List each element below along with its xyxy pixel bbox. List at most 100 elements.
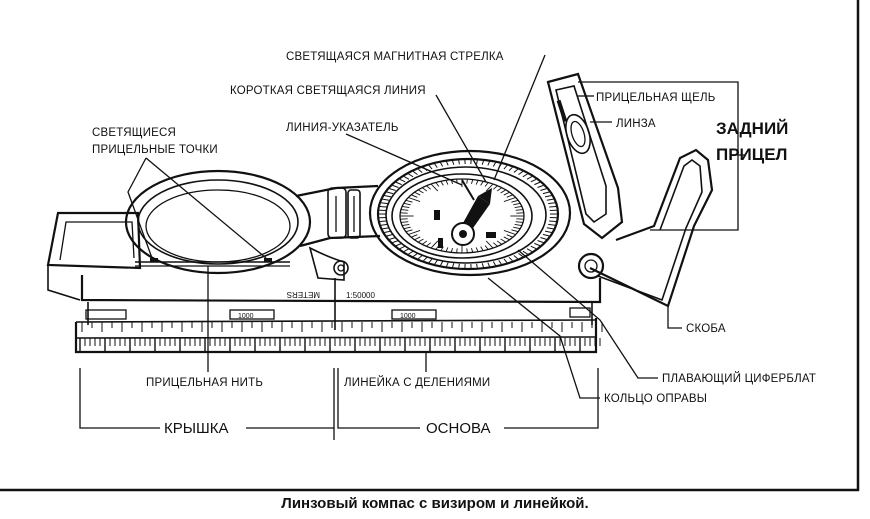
label-rear-sight-2: ПРИЦЕЛ: [716, 145, 787, 164]
sighting-dot-left: [150, 258, 158, 262]
knurl-mark: [487, 161, 490, 166]
dial-tick: [408, 197, 421, 202]
knurl-mark: [392, 184, 399, 188]
label-floating-dial: ПЛАВАЮЩИЙ ЦИФЕРБЛАТ: [662, 372, 816, 385]
knurl-mark: [380, 202, 388, 205]
knurl-mark: [476, 263, 478, 268]
bezel-knurling: [379, 160, 557, 268]
sighting-dot-right: [264, 258, 272, 262]
labels: СВЕТЯЩАЯСЯ МАГНИТНАЯ СТРЕЛКА КОРОТКАЯ СВ…: [92, 51, 816, 437]
scale-label-a: 1000: [238, 313, 254, 320]
dial-tick: [500, 238, 507, 243]
dial-tick: [445, 247, 449, 252]
hinge: [295, 184, 381, 281]
compass-drawing: METERS 1:50000 1000 1000: [46, 72, 714, 354]
cover-tray: [46, 211, 142, 270]
knurl-mark: [492, 261, 496, 266]
dial-tick: [445, 180, 449, 185]
knurl-mark: [481, 263, 484, 268]
dial-tick: [484, 245, 489, 250]
index-line-mark: [461, 179, 475, 201]
knurl-mark: [428, 165, 433, 170]
knurl-mark: [534, 181, 541, 186]
label-index-line: ЛИНИЯ-УКАЗАТЕЛЬ: [286, 122, 399, 134]
dial-tick: [493, 242, 498, 247]
knurl-mark: [395, 242, 402, 247]
dial-tick: [403, 202, 411, 206]
knurl-mark: [412, 171, 418, 176]
knurl-mark: [446, 262, 449, 267]
knurl-mark: [513, 255, 519, 260]
dial-tick: [408, 230, 421, 235]
label-lens: ЛИНЗА: [616, 118, 656, 130]
base-ratio-text: 1:50000: [346, 291, 375, 300]
label-bracket: СКОБА: [686, 323, 726, 335]
knurl-mark: [380, 223, 388, 226]
knurl-mark: [534, 242, 541, 247]
knurl-mark: [408, 250, 414, 255]
floating-dial: [391, 173, 533, 259]
knurl-mark: [530, 178, 537, 183]
knurl-mark: [417, 255, 423, 260]
dial-tick: [466, 248, 468, 253]
knurl-mark: [386, 233, 394, 237]
knurl-mark: [395, 181, 402, 186]
knurl-mark: [549, 220, 557, 223]
knurl-mark: [540, 236, 547, 240]
knurl-mark: [434, 163, 438, 168]
dial-tick: [402, 205, 410, 209]
dial-tick: [405, 229, 413, 233]
bezel-ring: [376, 157, 560, 271]
dial-tick: [450, 247, 453, 253]
knurl-mark: [548, 223, 556, 226]
label-sighting-dots-2: ПРИЦЕЛЬНЫЕ ТОЧКИ: [92, 144, 218, 156]
dial-tick: [405, 199, 413, 203]
base-plate: METERS 1:50000 1000 1000: [80, 275, 602, 330]
dial-tick: [503, 236, 510, 241]
knurl-mark: [382, 198, 390, 201]
dial-tick: [514, 223, 522, 227]
knurl-mark: [498, 260, 502, 265]
label-sighting-wire: ПРИЦЕЛЬНАЯ НИТЬ: [146, 377, 263, 389]
dial-tick: [511, 229, 519, 233]
knurl-mark: [503, 258, 508, 263]
ruler-ticks: [79, 322, 603, 351]
ruler: [74, 318, 603, 354]
knurl-mark: [392, 240, 399, 244]
dial-tick: [513, 202, 521, 206]
scale-label-b: 1000: [400, 313, 416, 320]
dial-ticks: [400, 179, 524, 253]
knurl-mark: [399, 245, 406, 250]
rear-sight: [546, 72, 624, 240]
dial-tick: [411, 194, 418, 198]
knurl-mark: [452, 160, 455, 165]
dial-tick: [400, 209, 409, 211]
label-cover: КРЫШКА: [164, 420, 229, 437]
knurl-mark: [382, 227, 390, 230]
dial-tick: [430, 240, 439, 249]
knurl-mark: [513, 168, 519, 173]
label-graduated-ruler: ЛИНЕЙКА С ДЕЛЕНИЯМИ: [344, 376, 490, 389]
knurl-mark: [526, 176, 533, 180]
dial-tick: [403, 226, 411, 230]
dial-tick: [480, 246, 484, 252]
knurl-mark: [434, 260, 438, 265]
dial-tick: [475, 247, 479, 252]
knurl-mark: [384, 195, 392, 198]
dial-tick: [466, 179, 468, 184]
dial-tick: [435, 182, 440, 187]
compass-housing: [368, 149, 572, 277]
knurl-mark: [549, 205, 557, 208]
dial-tick: [484, 182, 489, 187]
dial-tick: [426, 185, 431, 190]
dial-tick: [511, 199, 519, 203]
dial-tick: [440, 180, 444, 186]
dial-tick: [503, 230, 516, 235]
knurl-mark: [440, 261, 444, 266]
knurl-mark: [440, 162, 444, 167]
knurl-mark: [518, 171, 524, 176]
dial-tick: [503, 197, 516, 202]
leader-lines: [79, 54, 745, 440]
knurl-mark: [446, 161, 449, 166]
knurl-mark: [403, 176, 410, 180]
